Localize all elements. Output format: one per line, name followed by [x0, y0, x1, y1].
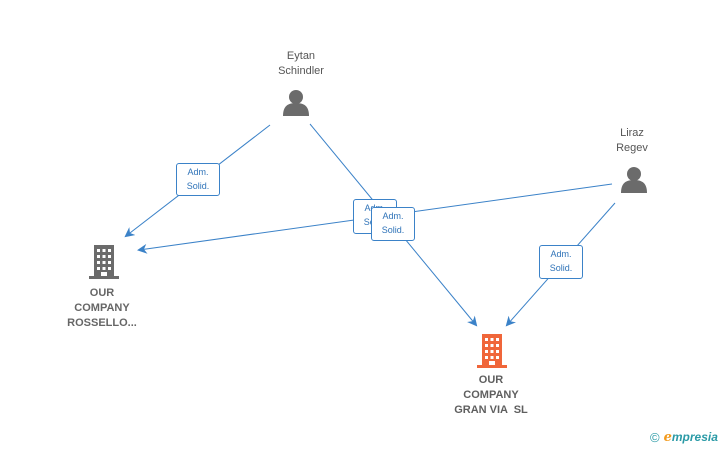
company-label-rossello[interactable]: OUR COMPANY ROSSELLO...	[52, 286, 152, 331]
person-label-liraz[interactable]: Liraz Regev	[597, 126, 667, 156]
person-name-line: Liraz	[620, 127, 644, 139]
building-icon[interactable]	[477, 334, 507, 368]
edge-label-eytan-rossello[interactable]: Adm. Solid.	[176, 163, 220, 196]
person-label-eytan[interactable]: Eytan Schindler	[256, 49, 346, 79]
company-name-line: ROSSELLO...	[67, 317, 137, 329]
copyright-icon: ©	[650, 429, 660, 445]
edge-label-line: Adm.	[550, 249, 572, 259]
empresia-watermark: © e mpresia	[650, 428, 718, 446]
edge-label-line: Solid.	[549, 263, 573, 273]
edge-label-line: Adm.	[187, 167, 209, 177]
person-icon[interactable]	[283, 90, 309, 116]
company-label-granvia[interactable]: OUR COMPANY GRAN VIA SL	[436, 373, 546, 418]
person-name-line: Eytan	[286, 50, 316, 62]
brand-logo-text: mpresia	[671, 430, 718, 444]
edge-label-line: Solid.	[186, 181, 210, 191]
edge-label-eytan-granvia[interactable]: Adm. Solid.	[371, 207, 415, 241]
company-name-line: GRAN VIA SL	[454, 404, 528, 416]
company-name-line: OUR	[478, 374, 504, 386]
edge-label-line: Adm.	[382, 211, 404, 221]
building-icon[interactable]	[89, 245, 119, 279]
person-name-line: Regev	[616, 142, 648, 154]
person-icon[interactable]	[621, 167, 647, 193]
edge-label-line: Solid.	[381, 225, 405, 235]
edge-label-liraz-granvia[interactable]: Adm. Solid.	[539, 245, 583, 279]
brand-logo-e: e	[663, 429, 672, 445]
company-name-line: OUR	[89, 287, 115, 299]
company-name-line: COMPANY	[74, 302, 130, 314]
company-name-line: COMPANY	[463, 389, 519, 401]
person-name-line: Schindler	[278, 65, 324, 77]
